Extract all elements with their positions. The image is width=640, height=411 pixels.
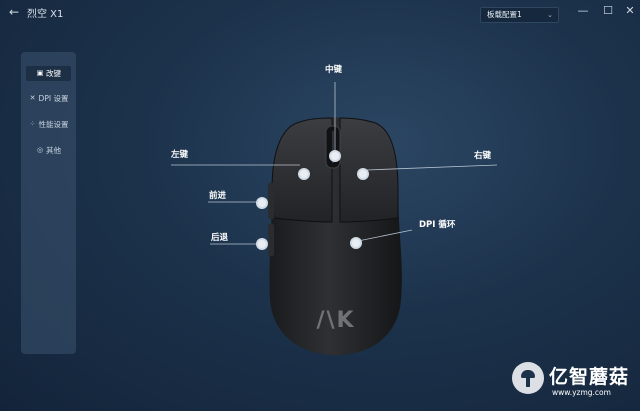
- keyboard-icon: ▣: [36, 69, 44, 77]
- back-button-hotspot[interactable]: [256, 238, 268, 250]
- watermark-url: www.yzmg.com: [552, 388, 611, 397]
- app-title: 烈空 X1: [27, 9, 64, 20]
- back-button-label[interactable]: 后退: [211, 233, 229, 243]
- middle-button-hotspot[interactable]: [329, 150, 341, 162]
- maximize-button[interactable]: ☐: [603, 4, 613, 17]
- close-button[interactable]: ✕: [625, 4, 635, 17]
- sidebar-item-label: DPI 设置: [38, 94, 69, 103]
- sidebar: ▣ 改键 ✕ DPI 设置 ⁘ 性能设置 ◎ 其他: [21, 52, 76, 354]
- forward-button-hotspot[interactable]: [256, 197, 268, 209]
- mouse-logo: /\K: [316, 308, 355, 333]
- minimize-button[interactable]: —: [577, 4, 589, 17]
- back-arrow-icon[interactable]: ←: [8, 5, 20, 19]
- back-button-shape: [268, 224, 274, 256]
- sidebar-item-other[interactable]: ◎ 其他: [26, 143, 71, 158]
- sidebar-item-remap[interactable]: ▣ 改键: [26, 66, 71, 81]
- mushroom-logo-icon: [512, 362, 544, 394]
- gear-icon: ◎: [36, 146, 44, 154]
- dpi-cycle-hotspot[interactable]: [350, 237, 362, 249]
- sidebar-item-label: 性能设置: [38, 120, 69, 129]
- right-button-hotspot[interactable]: [357, 168, 369, 180]
- config-profile-value: 板载配置1: [487, 10, 522, 19]
- sidebar-item-dpi[interactable]: ✕ DPI 设置: [26, 91, 71, 106]
- sidebar-item-label: 改键: [46, 69, 61, 78]
- title-bar: ← 烈空 X1 板载配置1 ⌄ — ☐ ✕: [0, 0, 640, 24]
- sidebar-item-label: 其他: [46, 146, 61, 155]
- sidebar-item-performance[interactable]: ⁘ 性能设置: [26, 117, 71, 132]
- chevron-down-icon: ⌄: [547, 11, 553, 19]
- forward-button-shape: [268, 183, 274, 219]
- left-button-hotspot[interactable]: [298, 168, 310, 180]
- forward-button-label[interactable]: 前进: [209, 191, 227, 201]
- nodes-icon: ⁘: [29, 120, 36, 128]
- config-profile-select[interactable]: 板载配置1 ⌄: [480, 7, 559, 23]
- dpi-cycle-label[interactable]: DPI 循环: [419, 220, 456, 230]
- crosshair-icon: ✕: [29, 94, 36, 102]
- left-button-label[interactable]: 左键: [171, 150, 189, 160]
- watermark-text: 亿智蘑菇: [549, 366, 630, 388]
- watermark: 亿智蘑菇 www.yzmg.com: [512, 360, 632, 404]
- right-button-label[interactable]: 右键: [474, 151, 492, 161]
- middle-button-label[interactable]: 中键: [325, 65, 343, 75]
